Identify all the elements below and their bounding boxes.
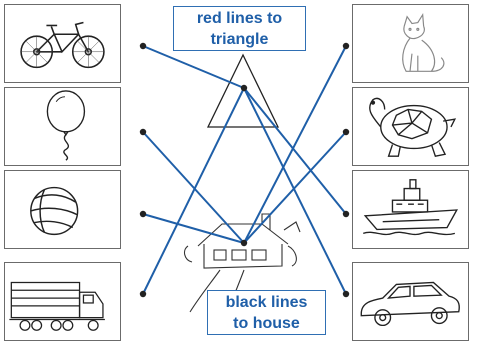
left-cell-ball (4, 170, 121, 249)
triangle-icon (206, 53, 280, 128)
label-house-line-1: black lines (225, 294, 308, 311)
line-boat-to-triangle (243, 87, 347, 215)
dot-left-4[interactable] (139, 290, 147, 298)
left-cell-bicycle (4, 4, 121, 83)
dot-left-2[interactable] (139, 128, 147, 136)
label-triangle-line-1: red lines to (196, 10, 283, 27)
left-cell-truck (4, 262, 121, 341)
line-ball-to-house (142, 213, 245, 244)
label-triangle-instruction: red lines to triangle (173, 6, 306, 51)
truck-icon (9, 281, 105, 331)
right-cell-boat (352, 170, 469, 249)
turtle-icon (369, 97, 457, 158)
dot-left-3[interactable] (139, 210, 147, 218)
dot-right-4[interactable] (342, 290, 350, 298)
dot-right-1[interactable] (342, 42, 350, 50)
balloon-icon (46, 90, 86, 161)
left-cell-balloon (4, 87, 121, 166)
dot-house[interactable] (240, 239, 248, 247)
line-balloon-to-house (142, 131, 245, 244)
label-triangle-line-2: triangle (210, 31, 269, 48)
line-bicycle-to-triangle (142, 45, 245, 89)
line-turtle-to-house (243, 131, 347, 244)
line-car-to-triangle (243, 87, 347, 295)
right-cell-car (352, 262, 469, 341)
boat-icon (362, 179, 459, 236)
right-cell-turtle (352, 87, 469, 166)
label-house-instruction: black lines to house (207, 290, 326, 335)
right-cell-cat (352, 4, 469, 83)
ball-icon (30, 186, 79, 236)
dot-right-3[interactable] (342, 210, 350, 218)
dot-left-1[interactable] (139, 42, 147, 50)
dot-right-2[interactable] (342, 128, 350, 136)
label-house-line-2: to house (233, 315, 300, 332)
line-truck-to-triangle (142, 87, 245, 295)
connection-dots (139, 42, 350, 298)
bicycle-icon (20, 21, 105, 69)
connection-lines (142, 45, 347, 295)
dot-triangle[interactable] (240, 84, 248, 92)
car-icon (360, 281, 460, 327)
line-cat-to-house (243, 45, 347, 244)
cat-icon (402, 12, 445, 72)
